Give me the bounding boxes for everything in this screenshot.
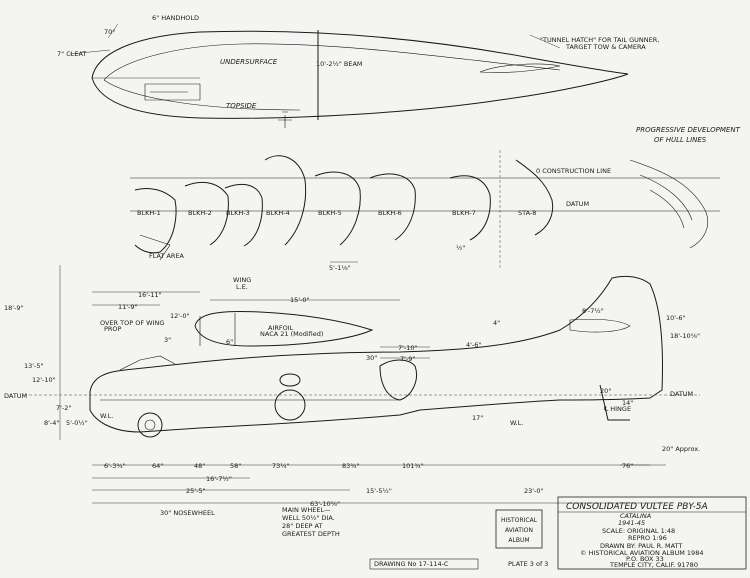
handhold-label: 6" HANDHOLD — [152, 14, 199, 22]
dim-101: 101¾" — [402, 462, 424, 470]
dim-14: 14" — [622, 399, 633, 407]
over-top-label: OVER TOP OF WING — [100, 319, 164, 327]
svg-text:AVIATION: AVIATION — [505, 527, 533, 534]
dim-20-deg: 20° — [600, 387, 612, 395]
dim-15-0: 15'-0" — [290, 296, 310, 304]
datum-label-sections: DATUM — [566, 200, 589, 208]
scale-original-text: SCALE: ORIGINAL 1:48 — [602, 527, 675, 535]
svg-text:HISTORICAL: HISTORICAL — [501, 517, 538, 524]
scale-repro-text: REPRO 1:96 — [628, 534, 667, 542]
main-wheel-line-4: GREATEST DEPTH — [282, 530, 340, 538]
datum-label-left: DATUM — [4, 392, 27, 400]
dim-11-9: 11'-9" — [118, 303, 138, 311]
dim-4: 4" — [493, 319, 500, 327]
dim-58: 58" — [230, 462, 241, 470]
wing-le-label-2: L.E. — [236, 283, 248, 291]
dim-8-7: 8'-7½" — [582, 307, 604, 315]
station-label-blkh-5: BLKH-5 — [318, 209, 342, 217]
hull-lines-title: PROGRESSIVE DEVELOPMENT — [636, 126, 741, 134]
dim-64: 64" — [152, 462, 163, 470]
plate-number-text: PLATE 3 of 3 — [508, 560, 548, 568]
hull-sections — [130, 150, 720, 270]
dim-83: 83¾" — [342, 462, 360, 470]
station-label-blkh-3: BLKH-3 — [226, 209, 250, 217]
dim-73: 73¼" — [272, 462, 290, 470]
dim-4-6: 4'-6" — [466, 341, 481, 349]
historical-aviation-album-logo: HISTORICAL AVIATION ALBUM — [495, 509, 543, 549]
years-text: 1941-45 — [618, 519, 645, 527]
dim-6: 6" — [226, 338, 233, 346]
hull-lines-title-2: OF HULL LINES — [654, 136, 707, 144]
po-box-text: P.O. BOX 33 — [626, 555, 664, 563]
topside-label: TOPSIDE — [226, 102, 257, 110]
dim-30: 30" — [366, 354, 377, 362]
station-labels: BLKH-1 BLKH-2 BLKH-3 BLKH-4 BLKH-5 BLKH-6 BLKH… — [137, 209, 536, 217]
drawn-by-text: DRAWN BY: PAUL R. MATT — [600, 542, 682, 550]
svg-text:ALBUM: ALBUM — [508, 537, 529, 544]
dim-13-5: 13'-5" — [24, 362, 44, 370]
tunnel-hatch-label-2: TARGET TOW & CAMERA — [565, 43, 646, 51]
dim-16-7: 16'-7½" — [206, 475, 232, 483]
main-wheel-line-2: WELL 50½" DIA. — [282, 514, 335, 522]
wl-label-right: W.L. — [510, 419, 523, 427]
dim-3: 3" — [164, 336, 171, 344]
dim-7-9: 7'-9" — [400, 355, 415, 363]
datum-label-right: DATUM — [670, 390, 693, 398]
dim-12-10: 12'-10" — [32, 376, 56, 384]
dim-18-10: 18'-10⅝" — [670, 332, 700, 340]
station-label-blkh-6: BLKH-6 — [378, 209, 402, 217]
dim-8-4: 8'-4" — [44, 419, 59, 427]
subtitle-text: CATALINA — [620, 512, 651, 520]
undersurface-label: UNDERSURFACE — [220, 58, 278, 66]
hull-plan-view — [69, 23, 629, 128]
airfoil-label: AIRFOIL — [268, 324, 294, 332]
dim-18-9: 18'-9" — [4, 304, 24, 312]
copyright-text: © HISTORICAL AVIATION ALBUM 1984 — [580, 549, 703, 557]
angle-label: 70° — [104, 28, 116, 36]
construction-line-label: 0 CONSTRUCTION LINE — [536, 167, 611, 175]
prop-label: PROP — [104, 325, 122, 333]
dim-25-5: 25'-5" — [186, 487, 206, 495]
wl-label-left: W.L. — [100, 412, 113, 420]
hinge-label: ℄ HINGE — [604, 405, 631, 413]
main-wheel-line-3: 28" DEEP AT — [282, 522, 322, 530]
dim-5ft-label: 5'-1⅛" — [329, 264, 351, 272]
dim-7-10: 7'-10" — [398, 344, 418, 352]
dim-15-5: 15'-5½" — [366, 487, 392, 495]
dim-17: 17" — [472, 414, 483, 422]
cleat-label: 7" CLEAT — [57, 50, 86, 58]
dim-5-0: 5'-0½" — [66, 419, 88, 427]
address-text: TEMPLE CITY, CALIF. 91780 — [609, 561, 698, 569]
side-profile-view — [24, 265, 700, 504]
station-label-blkh-2: BLKH-2 — [188, 209, 212, 217]
title-text: CONSOLIDATED VULTEE PBY-5A — [566, 502, 708, 512]
main-wheel-line-1: MAIN WHEEL— — [282, 506, 331, 514]
station-label-blkh-7: BLKH-7 — [452, 209, 476, 217]
dim-10-6: 10'-6" — [666, 314, 686, 322]
tunnel-hatch-label: "TUNNEL HATCH" FOR TAIL GUNNER, — [540, 36, 659, 44]
dim-6-3: 6'-3¾" — [104, 462, 126, 470]
approx-label: 20" Approx. — [662, 445, 700, 453]
dim-half-label: ½" — [456, 244, 465, 252]
dim-76: 76" — [622, 462, 633, 470]
naca-label: NACA 21 (Modified) — [260, 330, 323, 338]
station-label-blkh-1: BLKH-1 — [137, 209, 161, 217]
flat-area-label: FLAT AREA — [149, 252, 185, 260]
dim-12-0: 12'-0" — [170, 312, 190, 320]
drawing-number-text: DRAWING No 17-114-C — [374, 560, 449, 568]
station-label-sta-8: STA-8 — [518, 209, 536, 217]
title-block — [369, 496, 747, 570]
dim-23-0: 23'-0" — [524, 487, 544, 495]
dim-48: 48" — [194, 462, 205, 470]
wing-le-label: WING — [233, 276, 251, 284]
nosewheel-label: 30" NOSEWHEEL — [160, 509, 215, 517]
station-label-blkh-4: BLKH-4 — [266, 209, 290, 217]
dim-16-11: 16'-11" — [138, 291, 162, 299]
beam-label: 10'-2½" BEAM — [316, 60, 363, 68]
dim-63-10: 63'-10⅝" — [310, 500, 340, 508]
dim-7-2: 7'-2" — [56, 404, 71, 412]
